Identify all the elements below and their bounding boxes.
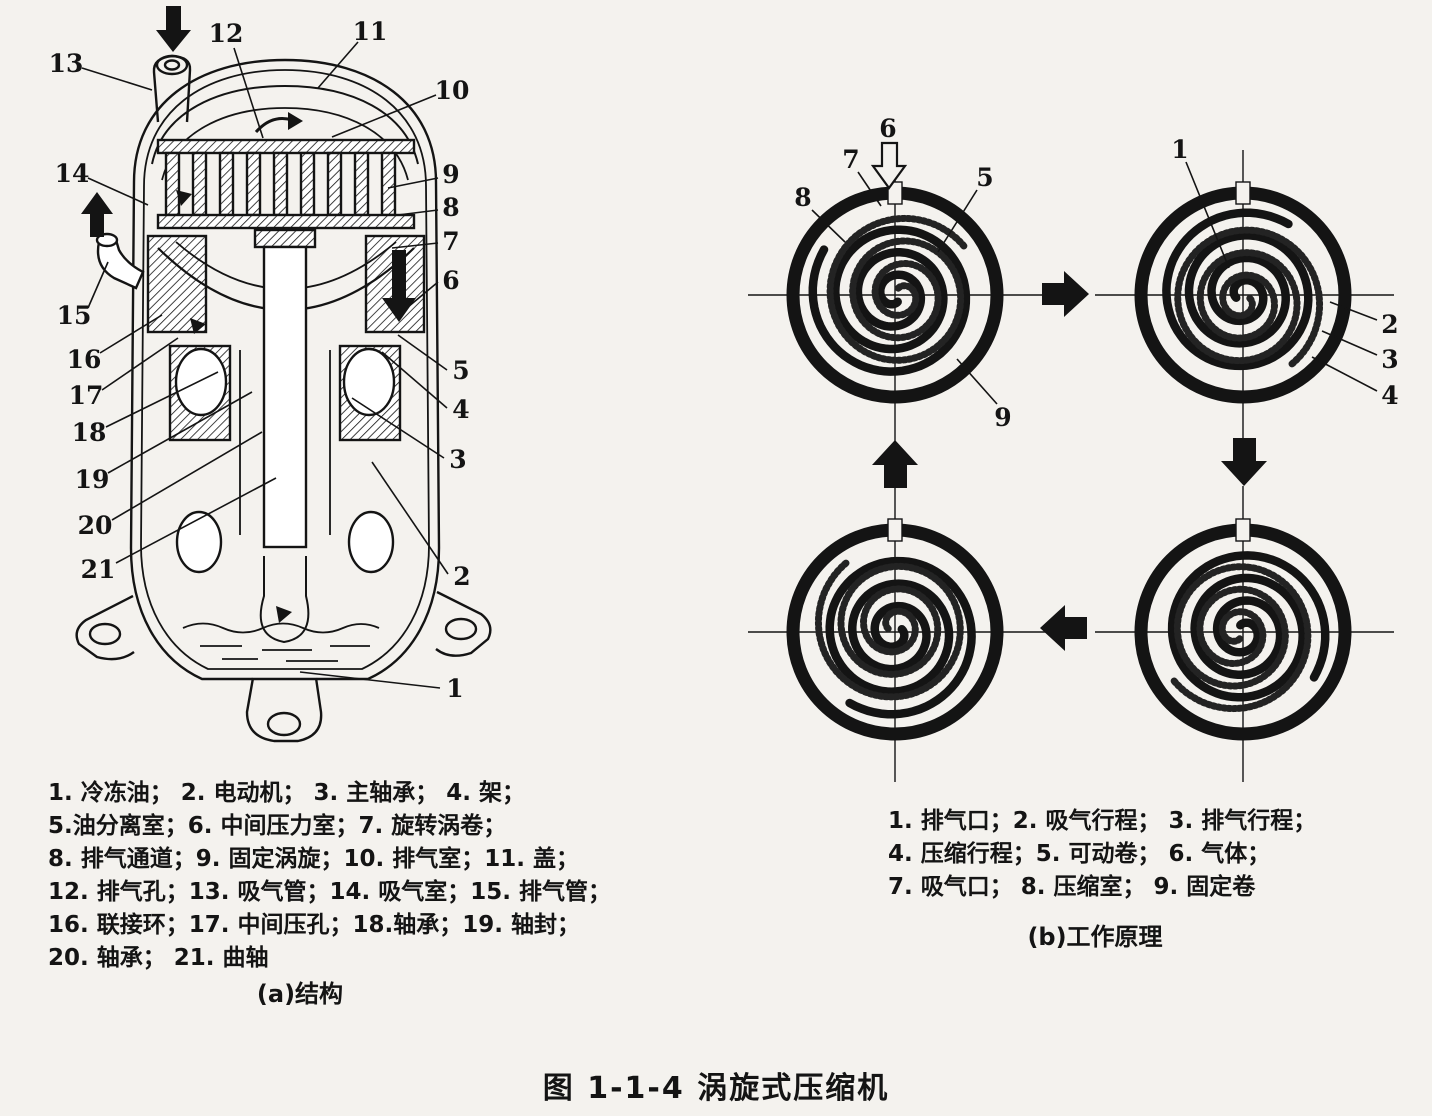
orbiting-scroll-spiral (814, 558, 964, 701)
discharge-port-notch (1235, 181, 1251, 205)
crank-hub (253, 228, 317, 249)
orbiting-scroll-spiral (1169, 563, 1312, 713)
frame-left (146, 234, 208, 334)
callout-a-16: 16 (67, 345, 102, 374)
callout-a-3: 3 (449, 445, 466, 474)
callout-a-20: 20 (78, 511, 113, 540)
legend-a-line-4: 12. 排气孔；13. 吸气管；14. 吸气室；15. 排气管； (48, 878, 611, 905)
scroll-phase-1 (786, 181, 1004, 404)
panel-a-callouts: 1 2 3 4 5 6 7 8 9 10 11 12 13 14 15 16 1… (49, 17, 471, 703)
callout-b-5: 5 (976, 163, 993, 192)
callout-a-14: 14 (55, 159, 90, 188)
cycle-arrow-right (1042, 271, 1089, 317)
orbiting-scroll-spiral (1174, 226, 1324, 369)
callout-a-21: 21 (81, 555, 116, 584)
legend-panel-a: 1. 冷冻油； 2. 电动机； 3. 主轴承； 4. 架； 5.油分离室；6. … (48, 779, 611, 1008)
discharge-flow-arrow (81, 192, 113, 237)
legend-a-line-3: 8. 排气通道；9. 固定涡旋；10. 排气室；11. 盖； (48, 845, 579, 872)
callout-a-13: 13 (49, 49, 84, 78)
callout-b-4: 4 (1381, 381, 1398, 410)
callout-a-8: 8 (442, 193, 459, 222)
panel-b-label: (b)工作原理 (1027, 923, 1162, 951)
legend-a-line-2: 5.油分离室；6. 中间压力室；7. 旋转涡卷； (48, 812, 506, 839)
panel-a-label: (a)结构 (257, 980, 343, 1008)
callout-b-1: 1 (1171, 135, 1188, 164)
orbiting-scroll-spiral (826, 214, 969, 364)
end-winding-bottom-left (175, 510, 223, 574)
discharge-port-notch (1235, 518, 1251, 542)
cycle-arrow-down (1221, 438, 1267, 486)
internal-flow-arrow-1 (176, 190, 192, 206)
callout-a-17: 17 (69, 381, 104, 410)
discharge-pipe (95, 232, 145, 290)
shell-inner (140, 69, 430, 670)
cycle-arrows (872, 271, 1267, 651)
legend-a-line-5: 16. 联接环；17. 中间压孔；18.轴承；19. 轴封； (48, 911, 580, 938)
panel-b-callouts: 1 2 3 4 5 6 7 8 9 (794, 114, 1398, 432)
callout-a-2: 2 (453, 562, 470, 591)
end-winding-top-left (174, 347, 228, 417)
legend-b-line-1: 1. 排气口；2. 吸气行程； 3. 排气行程； (888, 807, 1316, 834)
callout-a-19: 19 (75, 465, 110, 494)
scroll-wraps (164, 151, 397, 217)
oil-flow-arrow (276, 606, 292, 623)
discharge-port-notch (887, 181, 903, 205)
oil-pickup (259, 556, 310, 644)
callout-b-3: 3 (1381, 345, 1398, 374)
callout-b-2: 2 (1381, 310, 1398, 339)
fixed-scroll-spiral (808, 225, 971, 376)
callout-a-15: 15 (57, 301, 92, 330)
internal-flow-arrow-2 (190, 318, 206, 334)
fixed-scroll-spiral (825, 556, 976, 719)
fixed-scroll-spiral (1167, 551, 1330, 702)
discharge-arrow-curve (254, 117, 293, 134)
callout-a-18: 18 (72, 418, 107, 447)
compressor-cutaway (75, 6, 492, 743)
callout-b-7: 7 (842, 145, 859, 174)
shell-outer (129, 58, 441, 681)
callout-a-4: 4 (452, 395, 469, 424)
cycle-arrow-left (1040, 605, 1087, 651)
end-winding-top-right (342, 347, 396, 417)
legend-a-line-1: 1. 冷冻油； 2. 电动机； 3. 主轴承； 4. 架； (48, 779, 525, 806)
callout-a-12: 12 (209, 19, 244, 48)
callout-b-6: 6 (879, 114, 896, 143)
legend-b-line-2: 4. 压缩行程；5. 可动卷； 6. 气体； (888, 840, 1270, 867)
cycle-arrow-up (872, 440, 918, 488)
figure-caption: 图 1-1-4 涡旋式压缩机 (543, 1071, 889, 1106)
discharge-arrow-head (288, 112, 303, 130)
callout-b-8: 8 (794, 183, 811, 212)
callout-a-10: 10 (435, 76, 470, 105)
scroll-phase-4 (786, 518, 1004, 741)
gas-channel-arrow (382, 250, 416, 322)
fixed-scroll-spiral (1162, 208, 1313, 371)
scroll-phase-3 (1134, 518, 1352, 741)
crankshaft (262, 245, 308, 549)
callout-a-6: 6 (442, 266, 459, 295)
callout-a-7: 7 (442, 227, 459, 256)
orbiting-scroll-plate (156, 213, 416, 230)
fixed-scroll-plate (156, 138, 416, 155)
callout-b-9: 9 (994, 403, 1011, 432)
panel-b-leader-lines (811, 161, 1378, 405)
suction-flow-arrow (156, 6, 191, 52)
mounting-feet (75, 590, 492, 743)
legend-b-line-3: 7. 吸气口； 8. 压缩室； 9. 固定卷 (888, 873, 1256, 900)
oil-surface (182, 622, 380, 634)
cap-line (151, 84, 419, 165)
callout-a-5: 5 (452, 356, 469, 385)
callout-a-9: 9 (442, 160, 459, 189)
discharge-port-notch (887, 518, 903, 542)
end-winding-bottom-right (347, 510, 395, 574)
scroll-phase-2 (1134, 181, 1352, 404)
panel-a-leader-lines (81, 41, 449, 689)
callout-a-1: 1 (446, 674, 463, 703)
legend-a-line-6: 20. 轴承； 21. 曲轴 (48, 944, 269, 971)
legend-panel-b: 1. 排气口；2. 吸气行程； 3. 排气行程； 4. 压缩行程；5. 可动卷；… (888, 807, 1316, 951)
suction-pipe (152, 54, 192, 123)
callout-a-11: 11 (353, 17, 388, 46)
gas-inlet-hollow-arrow (870, 141, 908, 190)
